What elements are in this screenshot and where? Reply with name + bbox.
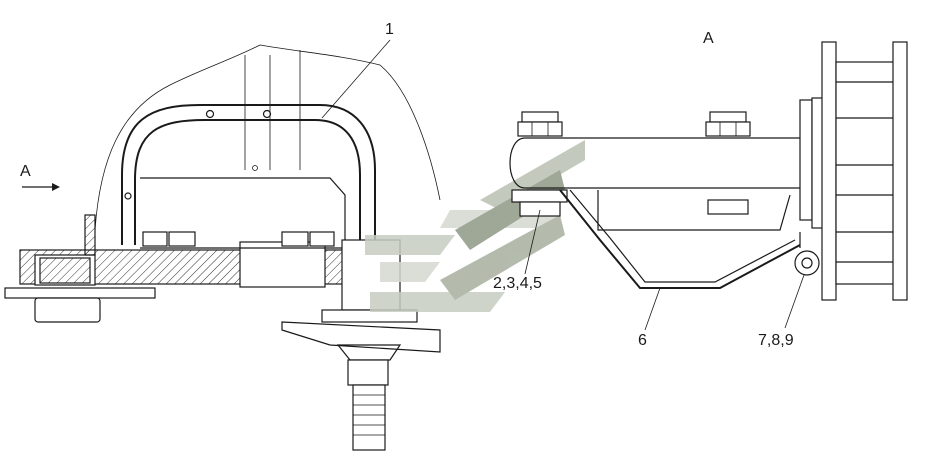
tube-frame-inner xyxy=(134,119,361,245)
bolt-top-right xyxy=(705,111,751,137)
hole xyxy=(262,109,272,119)
bolt-top-left xyxy=(517,111,563,137)
hole xyxy=(205,109,215,119)
bracket-outer xyxy=(559,189,801,289)
lower-boss xyxy=(34,297,101,323)
flange-plate xyxy=(892,41,908,301)
pin xyxy=(801,257,813,269)
nut-bottom-left xyxy=(511,189,568,217)
leader-line-789 xyxy=(784,274,805,329)
frame-rail xyxy=(835,61,897,285)
callout-2345: 2,3,4,5 xyxy=(493,275,542,292)
fitting xyxy=(309,231,335,247)
mounting-bar xyxy=(509,137,813,189)
view-marker-label: A xyxy=(20,163,31,180)
right-view-a: A xyxy=(493,30,908,349)
clamp-plate xyxy=(281,321,441,353)
fitting xyxy=(168,231,196,247)
center-block xyxy=(239,241,326,288)
stud-lower xyxy=(352,384,386,451)
view-title: A xyxy=(703,30,714,47)
leader-line-6 xyxy=(644,287,661,331)
flange-plate xyxy=(821,41,837,301)
side-plate xyxy=(799,99,813,221)
tube-frame-outer xyxy=(121,104,376,245)
leader-line-1 xyxy=(321,39,391,119)
fitting xyxy=(281,231,309,247)
hole xyxy=(124,192,132,200)
leader-line-2345 xyxy=(524,209,541,275)
flange xyxy=(321,309,418,323)
arrow-head-icon xyxy=(52,183,60,191)
pin-ring xyxy=(794,250,820,276)
callout-6: 6 xyxy=(638,332,647,349)
base-plate xyxy=(4,287,156,299)
callout-789: 7,8,9 xyxy=(758,332,794,349)
fitting xyxy=(142,231,168,247)
stud-upper xyxy=(347,359,389,386)
callout-1: 1 xyxy=(385,21,394,38)
nut-bottom-right xyxy=(707,199,749,215)
